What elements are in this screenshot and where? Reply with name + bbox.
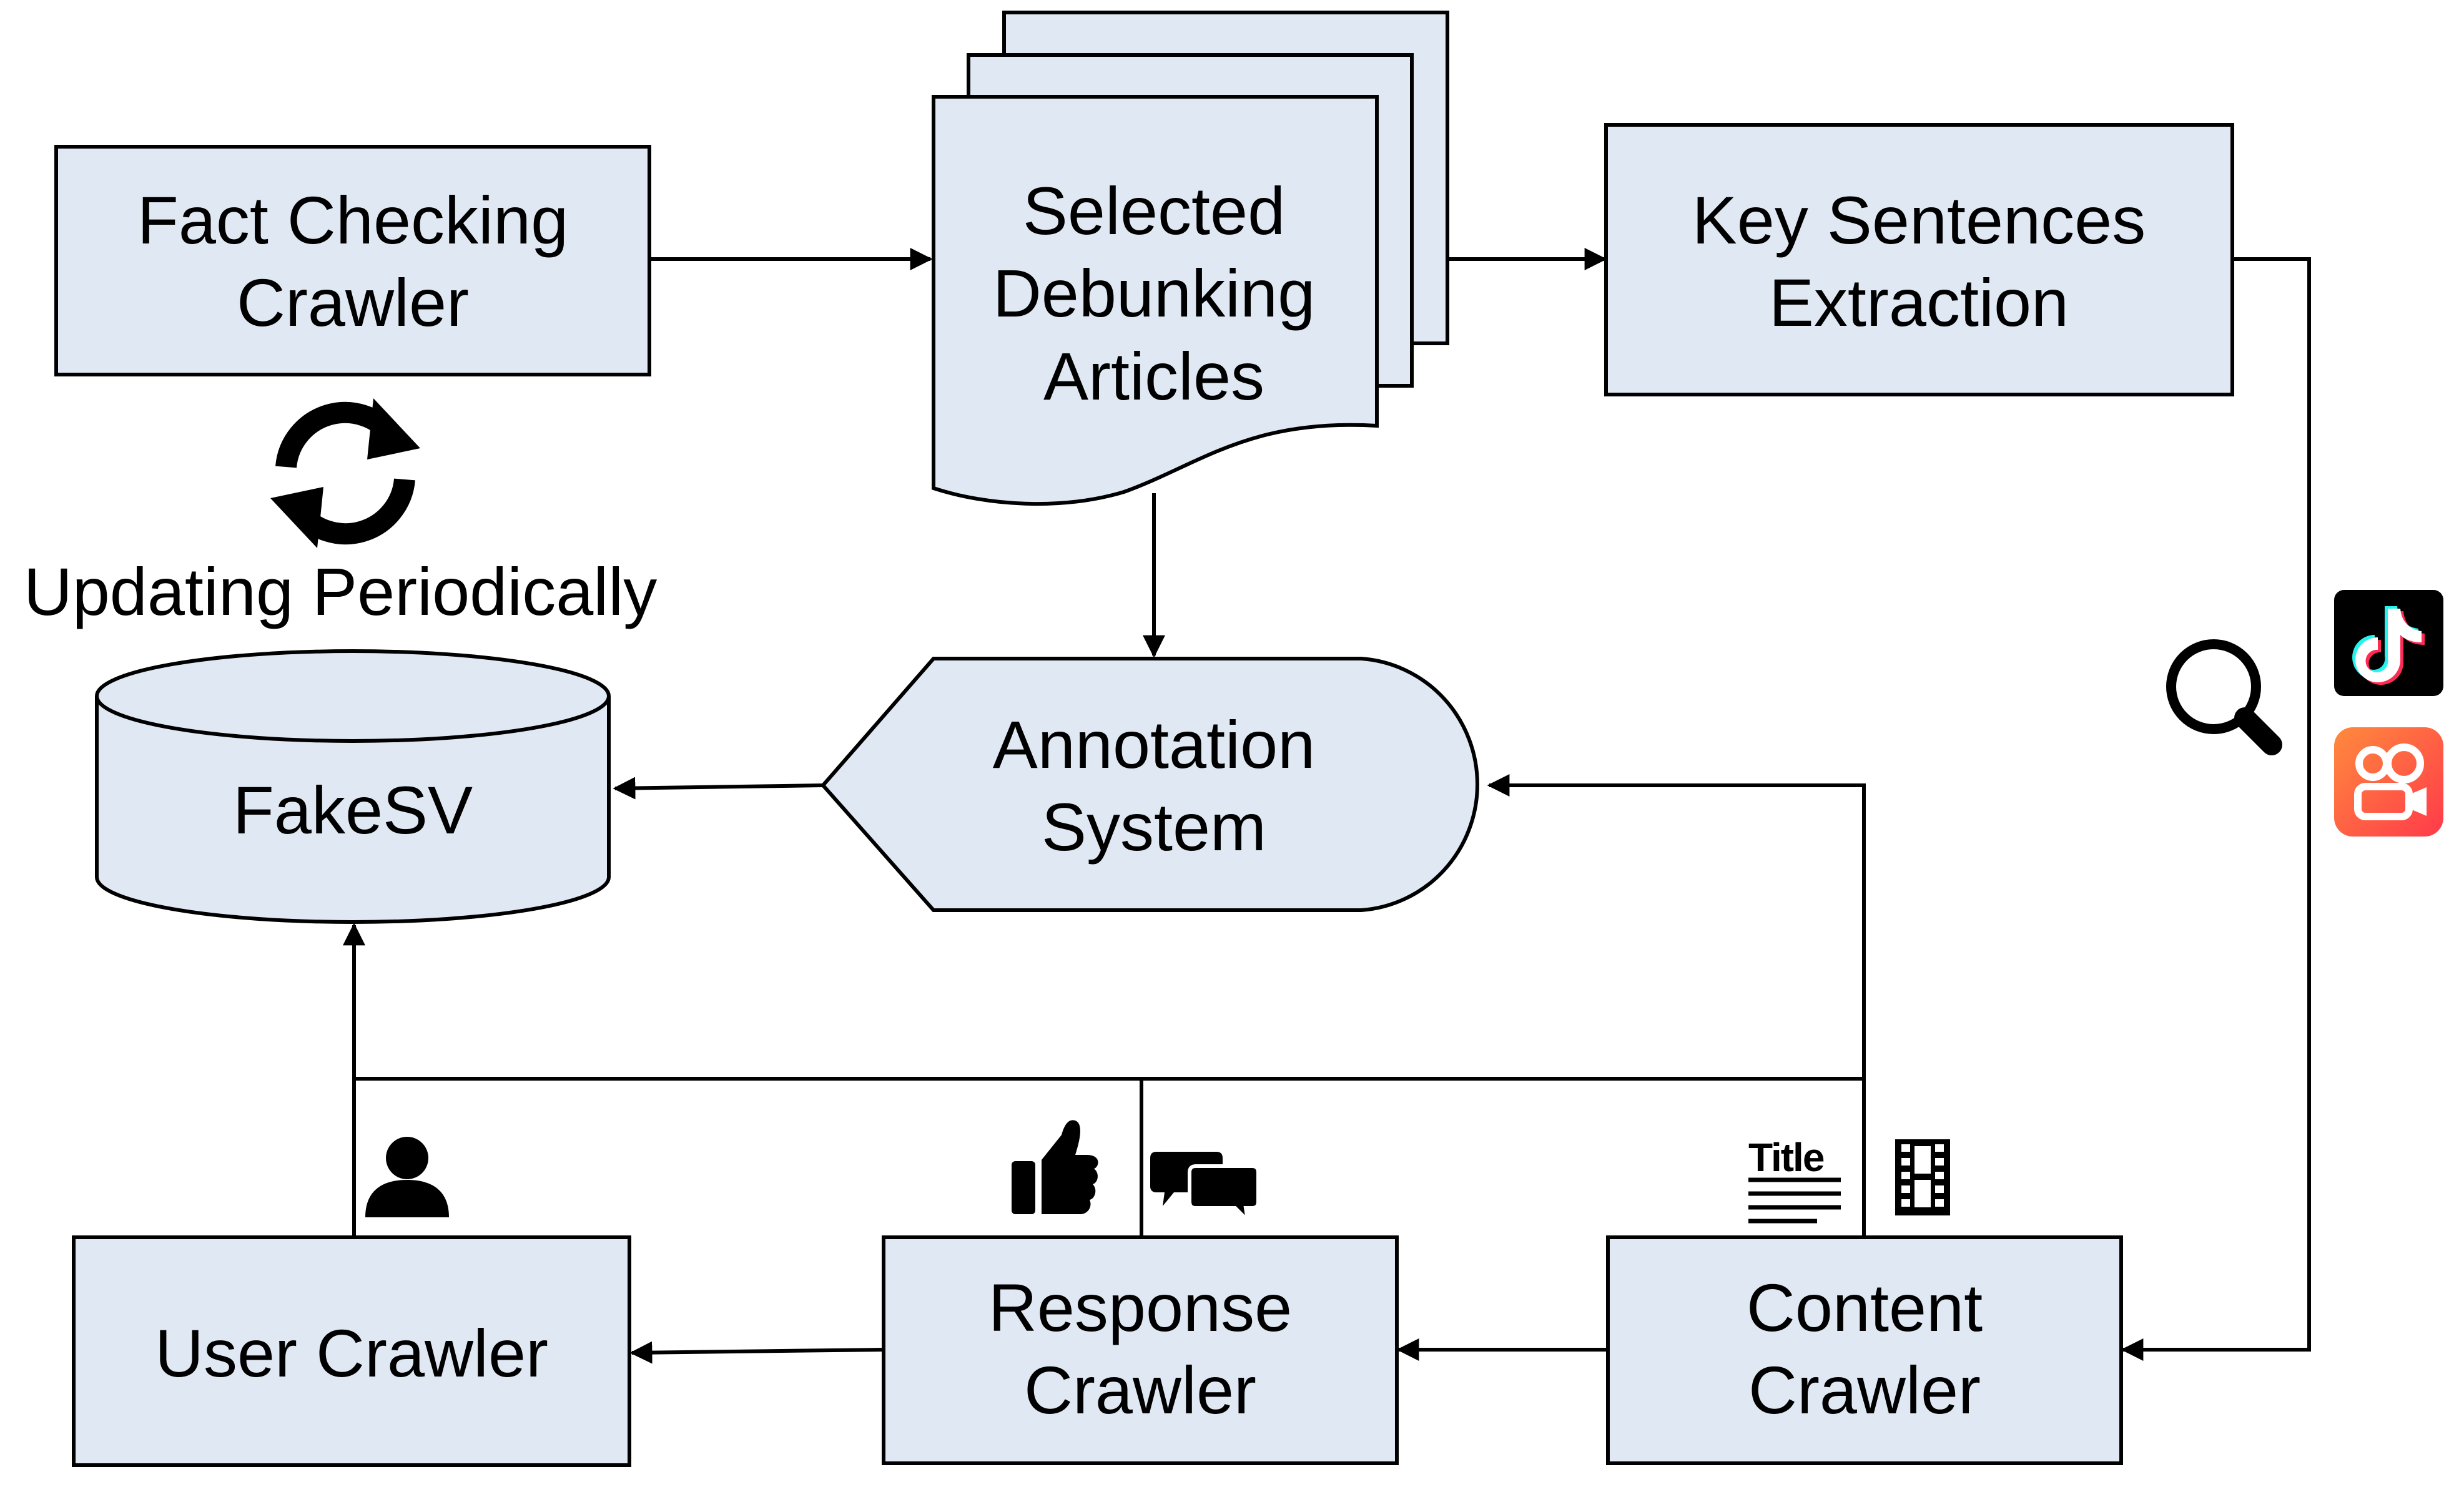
fakesv-database-node: FakeSV bbox=[95, 649, 611, 924]
title-icon-text: Title bbox=[1748, 1135, 1824, 1180]
annotation-system-label-line2: System bbox=[1042, 789, 1266, 865]
articles-label-line2: Debunking bbox=[993, 255, 1315, 331]
content-crawler-node: Content Crawler bbox=[1606, 1235, 2123, 1465]
fact-checking-crawler-label-line2: Crawler bbox=[237, 265, 469, 340]
articles-label-line1: Selected bbox=[1023, 173, 1285, 248]
kuaishou-icon bbox=[2334, 727, 2443, 837]
fact-checking-crawler-node: Fact Checking Crawler bbox=[54, 145, 651, 376]
film-icon bbox=[1895, 1139, 1950, 1215]
title-icon: Title bbox=[1748, 1135, 1841, 1224]
fact-checking-crawler-label-line1: Fact Checking bbox=[137, 182, 568, 258]
thumbs-up-icon bbox=[1012, 1120, 1098, 1214]
response-crawler-label-line1: Response bbox=[988, 1270, 1292, 1345]
arrow-keysentences-to-content bbox=[2121, 257, 2311, 1361]
response-crawler-label-line2: Crawler bbox=[1024, 1352, 1256, 1428]
annotation-system-node: Annotation System bbox=[821, 657, 1479, 912]
arrow-content-to-annotation bbox=[1487, 774, 1866, 1237]
selected-debunking-articles-node: Selected Debunking Articles bbox=[932, 11, 1449, 506]
content-crawler-label-line1: Content bbox=[1747, 1270, 1983, 1345]
key-sentences-extraction-node: Key Sentences Extraction bbox=[1604, 123, 2234, 396]
user-crawler-node: User Crawler bbox=[72, 1235, 631, 1467]
updating-periodically-note: Updating Periodically bbox=[24, 554, 658, 629]
refresh-icon bbox=[270, 398, 420, 548]
connectors bbox=[343, 248, 2311, 1364]
document-front-sheet bbox=[932, 95, 1379, 506]
user-icon bbox=[365, 1137, 449, 1217]
key-sentences-label-line1: Key Sentences bbox=[1692, 182, 2146, 258]
annotation-system-label-line1: Annotation bbox=[993, 707, 1315, 782]
comments-icon bbox=[1150, 1152, 1260, 1226]
arrow-response-to-user bbox=[629, 1341, 884, 1364]
articles-label-line3: Articles bbox=[1043, 338, 1264, 414]
user-crawler-label: User Crawler bbox=[155, 1315, 548, 1391]
search-icon bbox=[2166, 639, 2282, 755]
arrow-annotation-to-fakesv bbox=[613, 777, 824, 800]
tiktok-icon bbox=[2334, 590, 2443, 696]
fakesv-label: FakeSV bbox=[233, 772, 473, 848]
key-sentences-label-line2: Extraction bbox=[1769, 265, 2069, 340]
response-crawler-node: Response Crawler bbox=[882, 1235, 1399, 1465]
content-crawler-label-line2: Crawler bbox=[1748, 1352, 1981, 1428]
